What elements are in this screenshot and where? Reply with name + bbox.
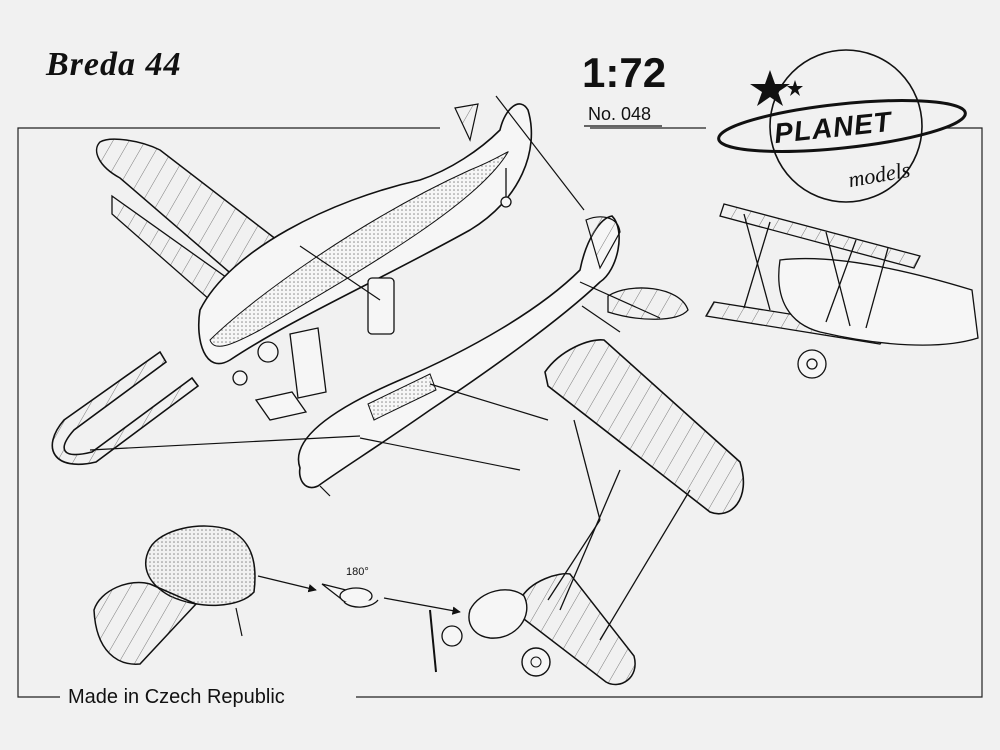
assembly-arrows — [89, 95, 661, 615]
wing-set-part — [429, 339, 745, 686]
origin-footer: Made in Czech Republic — [68, 686, 285, 708]
fuselage-left-half — [198, 103, 533, 365]
scale-label: 1:72 — [582, 49, 667, 96]
frame-border — [17, 127, 983, 698]
model-title: Breda 44 — [46, 46, 182, 83]
finished-aircraft-view — [704, 203, 979, 379]
kit-number: No. 048 — [588, 104, 652, 124]
cowling-detail-parts — [93, 525, 256, 665]
exhaust-detail — [321, 583, 379, 608]
canopy-frame-part — [51, 350, 200, 466]
rotation-label: 180° — [346, 566, 369, 578]
cockpit-parts — [232, 168, 512, 421]
planet-logo-icon — [717, 49, 967, 203]
fuselage-assembled — [297, 215, 689, 489]
